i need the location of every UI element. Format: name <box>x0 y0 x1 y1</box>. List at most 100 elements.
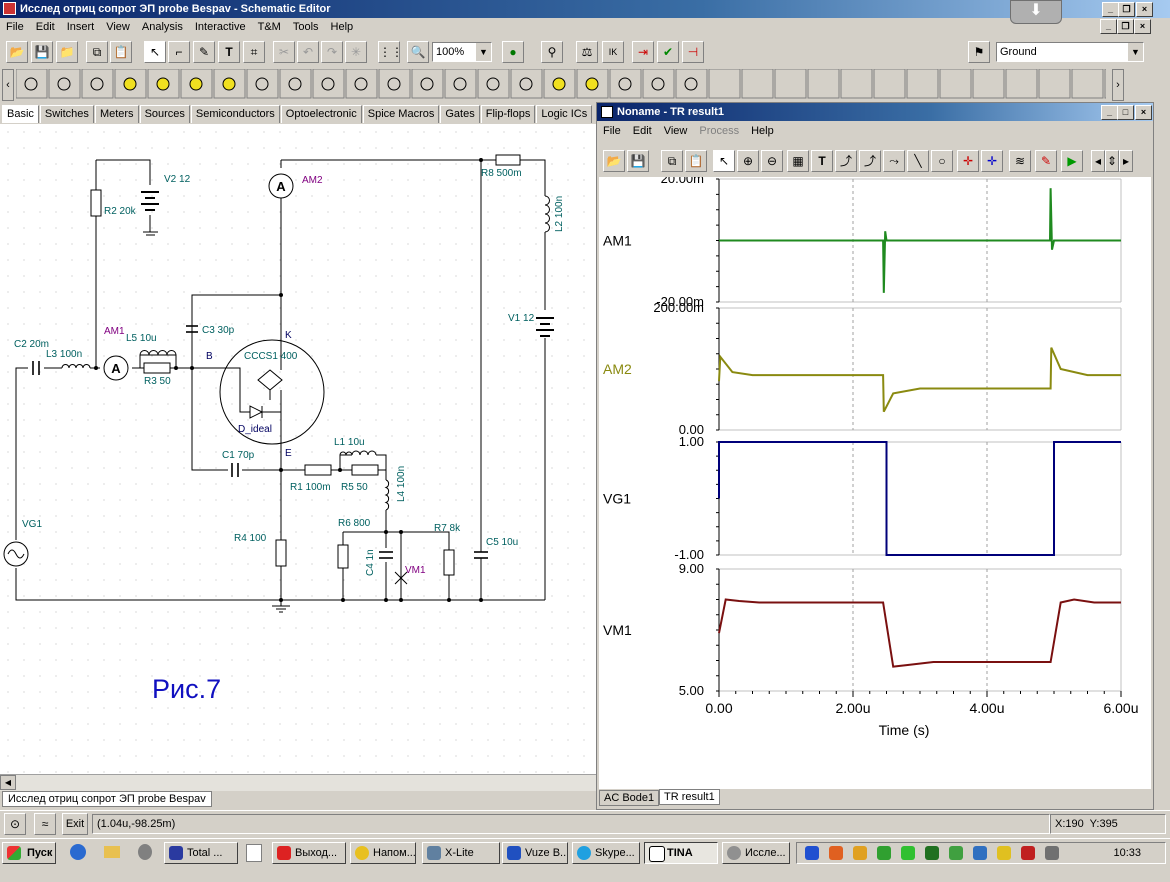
circle-icon[interactable]: ○ <box>931 150 953 172</box>
result-close-button[interactable]: × <box>1135 105 1152 120</box>
curve3-icon[interactable]: ⤳ <box>883 150 905 172</box>
schematic-canvas[interactable]: A A V2 12 R2 20k R8 500m L2 100n V1 12 C… <box>0 124 596 774</box>
open-icon[interactable]: 📂 <box>603 150 625 172</box>
copy-icon[interactable]: ⧉ <box>661 150 683 172</box>
tab-ac-bode[interactable]: AC Bode1 <box>599 790 660 806</box>
zoom-fit-icon[interactable]: ▦ <box>787 150 809 172</box>
save-icon[interactable]: 💾 <box>31 41 53 63</box>
tab-gates[interactable]: Gates <box>440 105 480 123</box>
wire-icon[interactable]: ⌐ <box>168 41 190 63</box>
result-menu-view[interactable]: View <box>663 125 688 137</box>
start-button[interactable]: Пуск <box>2 842 56 864</box>
doc-minimize-button[interactable]: _ <box>1100 19 1117 34</box>
zoom-in-icon[interactable]: ⊕ <box>737 150 759 172</box>
signals-icon[interactable]: ≋ <box>1009 150 1031 172</box>
menu-interactive[interactable]: Interactive <box>194 21 246 33</box>
menu-help[interactable]: Help <box>330 21 354 33</box>
result-minimize-button[interactable]: _ <box>1101 105 1118 120</box>
tray-icons[interactable] <box>801 843 1101 863</box>
task-vykhod[interactable]: Выход... <box>272 842 346 864</box>
minimize-button[interactable]: _ <box>1102 2 1119 17</box>
arrow-right-icon[interactable]: ▸ <box>1119 150 1133 172</box>
tab-tr-result[interactable]: TR result1 <box>659 789 720 805</box>
open-folder-icon[interactable]: 📁 <box>56 41 78 63</box>
ground-select[interactable]: Ground ▼ <box>996 42 1144 62</box>
save-icon[interactable]: 💾 <box>627 150 649 172</box>
junction-icon[interactable]: ✳ <box>345 41 367 63</box>
tab-switches[interactable]: Switches <box>39 105 94 123</box>
task-tina[interactable]: TINA <box>644 842 718 864</box>
marker-icon[interactable]: ✎ <box>1035 150 1057 172</box>
result-menu-file[interactable]: File <box>603 125 621 137</box>
notepad-icon[interactable] <box>246 844 262 862</box>
document-tab[interactable]: Исслед отриц сопрот ЭП probe Bespav <box>2 791 212 807</box>
cut-icon[interactable]: ✂ <box>273 41 295 63</box>
redo-icon[interactable]: ↷ <box>321 41 343 63</box>
ie-icon[interactable] <box>70 844 86 860</box>
copy-icon[interactable]: ⧉ <box>86 41 108 63</box>
menu-file[interactable]: File <box>6 21 24 33</box>
tab-semiconductors[interactable]: Semiconductors <box>190 105 280 123</box>
task-napom[interactable]: Напом... <box>350 842 416 864</box>
fault-icon[interactable]: ⇥ <box>632 41 654 63</box>
tab-flip-flops[interactable]: Flip-flops <box>480 105 536 123</box>
close-button[interactable]: × <box>1136 2 1153 17</box>
zoom-out-icon[interactable]: ⊖ <box>761 150 783 172</box>
scroll-left-icon[interactable]: ‹ <box>2 69 14 101</box>
result-menu-help[interactable]: Help <box>751 125 774 137</box>
menu-tm[interactable]: T&M <box>257 21 281 33</box>
text-icon[interactable]: T <box>218 41 240 63</box>
undo-icon[interactable]: ↶ <box>297 41 319 63</box>
tab-logic-ics[interactable]: Logic ICs <box>536 105 593 123</box>
label-icon[interactable]: ⚑ <box>968 41 990 63</box>
menu-view[interactable]: View <box>106 21 130 33</box>
arrow-updown-icon[interactable]: ⇕ <box>1105 150 1119 172</box>
menu-analysis[interactable]: Analysis <box>141 21 183 33</box>
pointer-icon[interactable]: ↖ <box>144 41 166 63</box>
diagram-view-icon[interactable]: ≈ <box>34 813 56 835</box>
delete-wire-icon[interactable]: ⌗ <box>243 41 265 63</box>
scroll-left-arrow-icon[interactable]: ◀ <box>0 775 16 790</box>
result-maximize-button[interactable]: □ <box>1117 105 1134 120</box>
component-icons[interactable] <box>16 69 1106 99</box>
text-icon[interactable]: T <box>811 150 833 172</box>
menu-tools[interactable]: Tools <box>292 21 319 33</box>
result-menu-process[interactable]: Process <box>699 125 740 137</box>
exit-button[interactable]: Exit <box>62 813 88 835</box>
doc-close-button[interactable]: × <box>1134 19 1151 34</box>
task-vuze[interactable]: Vuze B... <box>502 842 568 864</box>
open-icon[interactable]: 📂 <box>6 41 28 63</box>
scroll-right-icon[interactable]: › <box>1112 69 1124 101</box>
task-issle[interactable]: Иссле... <box>722 842 790 864</box>
curve2-icon[interactable]: ⤴ <box>859 150 881 172</box>
marker-icon[interactable]: ⊣ <box>682 41 704 63</box>
alien-icon[interactable] <box>138 844 152 860</box>
probe-green-icon[interactable]: ✔ <box>657 41 679 63</box>
paste-icon[interactable]: 📋 <box>110 41 132 63</box>
task-skype[interactable]: Skype... <box>572 842 640 864</box>
grid-icon[interactable]: ⋮⋮ <box>378 41 403 63</box>
tab-sources[interactable]: Sources <box>139 105 190 123</box>
task-xlite[interactable]: X-Lite <box>422 842 500 864</box>
doc-restore-button[interactable]: ❐ <box>1117 19 1134 34</box>
tab-spice-macros[interactable]: Spice Macros <box>362 105 440 123</box>
probe-icon[interactable]: ⚲ <box>541 41 563 63</box>
arrow-left-icon[interactable]: ◂ <box>1091 150 1105 172</box>
meter-icon[interactable]: ⚖ <box>576 41 598 63</box>
download-arrow-icon[interactable]: ⬇ <box>1010 0 1062 24</box>
result-menu-edit[interactable]: Edit <box>632 125 652 137</box>
restore-button[interactable]: ❐ <box>1118 2 1135 17</box>
menu-insert[interactable]: Insert <box>66 21 95 33</box>
tab-meters[interactable]: Meters <box>94 105 139 123</box>
schematic-hscroll[interactable]: ◀ <box>0 774 596 791</box>
task-total[interactable]: Total ... <box>164 842 238 864</box>
folder-icon[interactable] <box>104 846 120 858</box>
cursor-a-icon[interactable]: ✛ <box>957 150 979 172</box>
zoom-icon[interactable]: 🔍 <box>407 41 429 63</box>
zoom-select[interactable]: 100% ▼ <box>432 42 492 62</box>
ik-icon[interactable]: IK <box>602 41 624 63</box>
line-icon[interactable]: ╲ <box>907 150 929 172</box>
tab-optoelectronic[interactable]: Optoelectronic <box>280 105 362 123</box>
dc-analysis-icon[interactable]: ● <box>502 41 524 63</box>
